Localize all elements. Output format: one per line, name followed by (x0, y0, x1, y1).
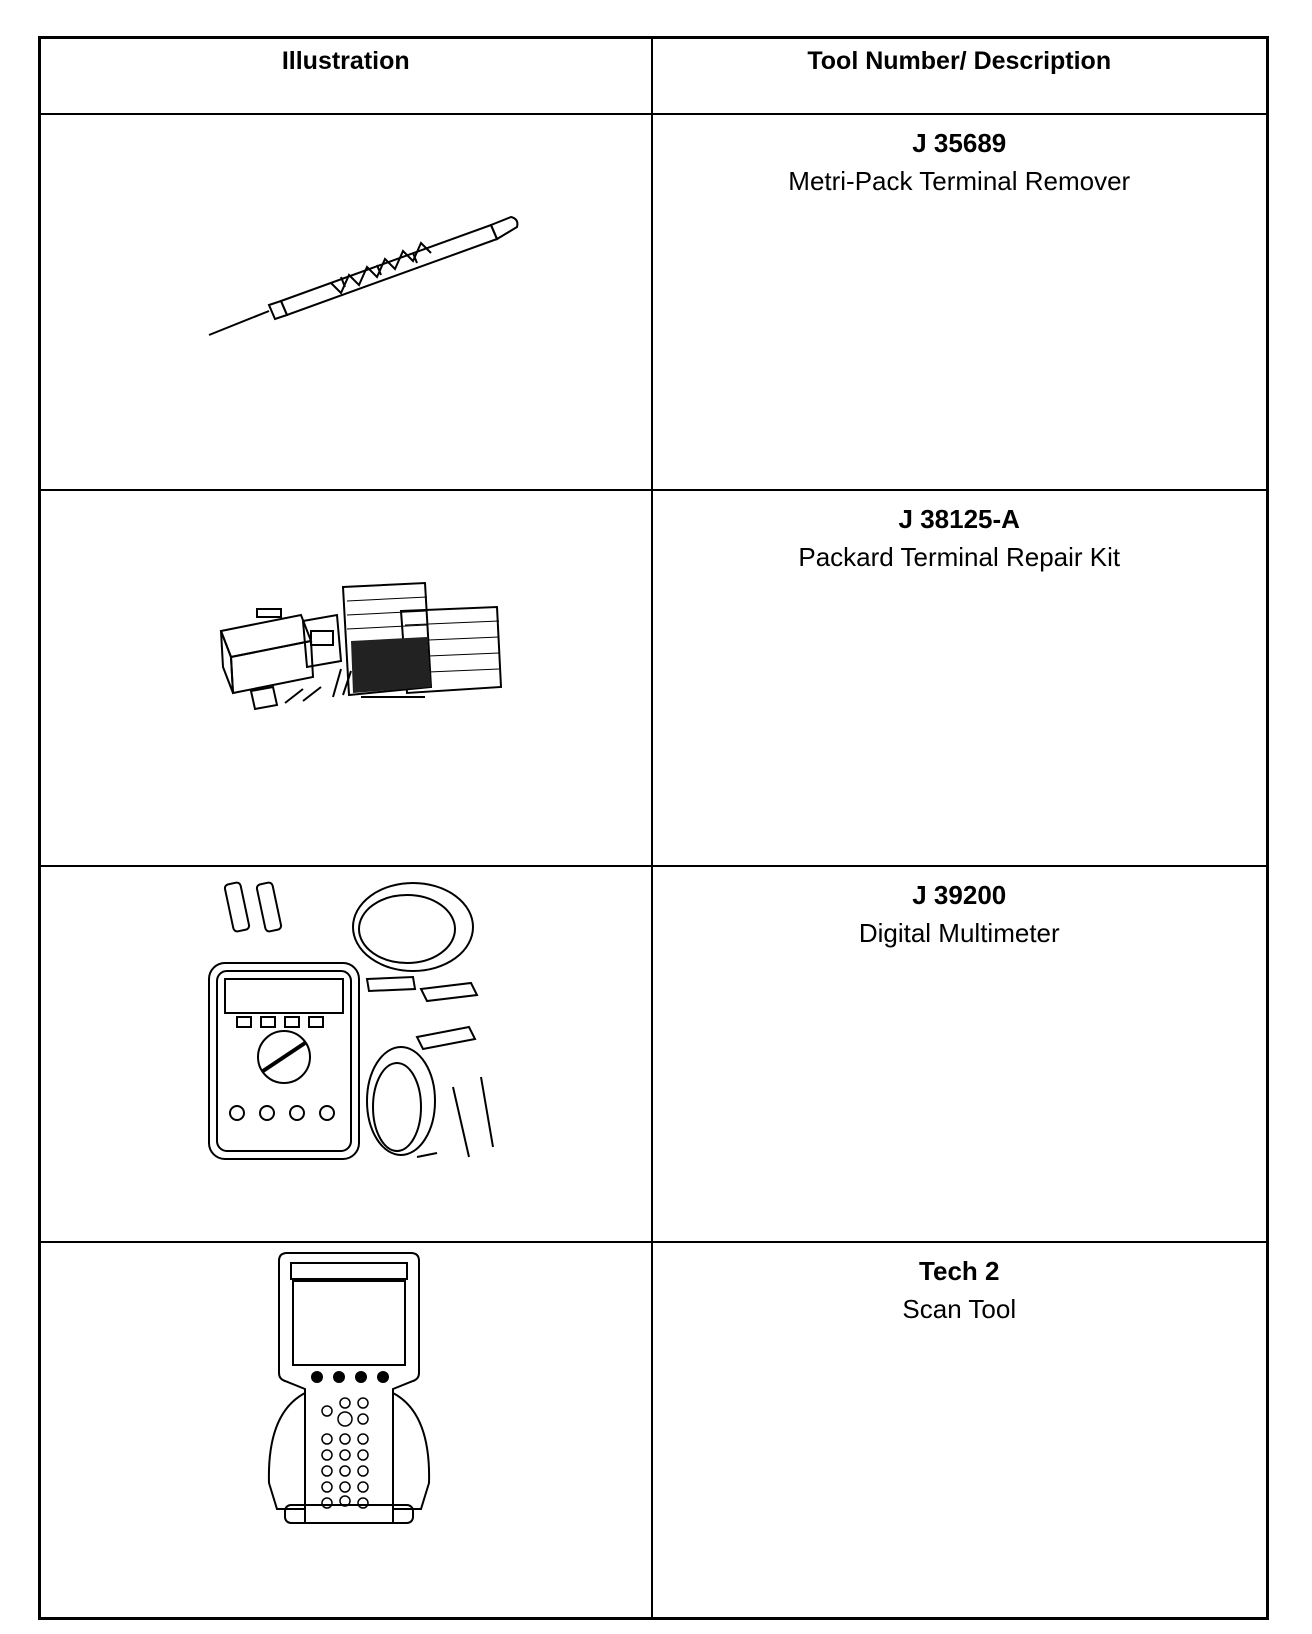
table-row: J 39200 Digital Multimeter (38, 865, 1269, 1243)
illustration-cell (38, 489, 653, 867)
tool-description: Digital Multimeter (858, 918, 1060, 948)
tool-description: Packard Terminal Repair Kit (798, 542, 1121, 572)
header-illustration-label: Illustration (281, 47, 410, 75)
description-cell: J 39200 Digital Multimeter (650, 865, 1269, 1243)
description-cell: J 38125-A Packard Terminal Repair Kit (650, 489, 1269, 867)
description-cell: J 35689 Metri-Pack Terminal Remover (650, 113, 1269, 491)
tool-number: J 39200 (912, 880, 1007, 910)
tool-description: Metri-Pack Terminal Remover (788, 166, 1131, 196)
scan-tool-icon (267, 1252, 431, 1524)
table-row: J 38125-A Packard Terminal Repair Kit (38, 489, 1269, 867)
illustration-cell (38, 1241, 653, 1620)
terminal-remover-icon (208, 215, 519, 336)
tool-description: Scan Tool (902, 1294, 1017, 1324)
illustration-cell (38, 865, 653, 1243)
tool-number: J 38125-A (898, 504, 1020, 534)
description-cell: Tech 2 Scan Tool (650, 1241, 1269, 1620)
repair-kit-icon (219, 581, 503, 711)
tool-number: Tech 2 (919, 1256, 1000, 1286)
special-tools-table: Illustration Tool Number/ Description (38, 36, 1269, 1620)
table-row: Tech 2 Scan Tool (38, 1241, 1269, 1620)
header-tool-description-label: Tool Number/ Description (807, 47, 1112, 75)
multimeter-icon (208, 881, 494, 1160)
illustration-cell (38, 113, 653, 491)
table-header-row: Illustration Tool Number/ Description (38, 36, 1269, 115)
header-illustration: Illustration (38, 36, 653, 115)
tool-number: J 35689 (912, 128, 1007, 158)
header-tool-description: Tool Number/ Description (650, 36, 1269, 115)
table-row: J 35689 Metri-Pack Terminal Remover (38, 113, 1269, 491)
